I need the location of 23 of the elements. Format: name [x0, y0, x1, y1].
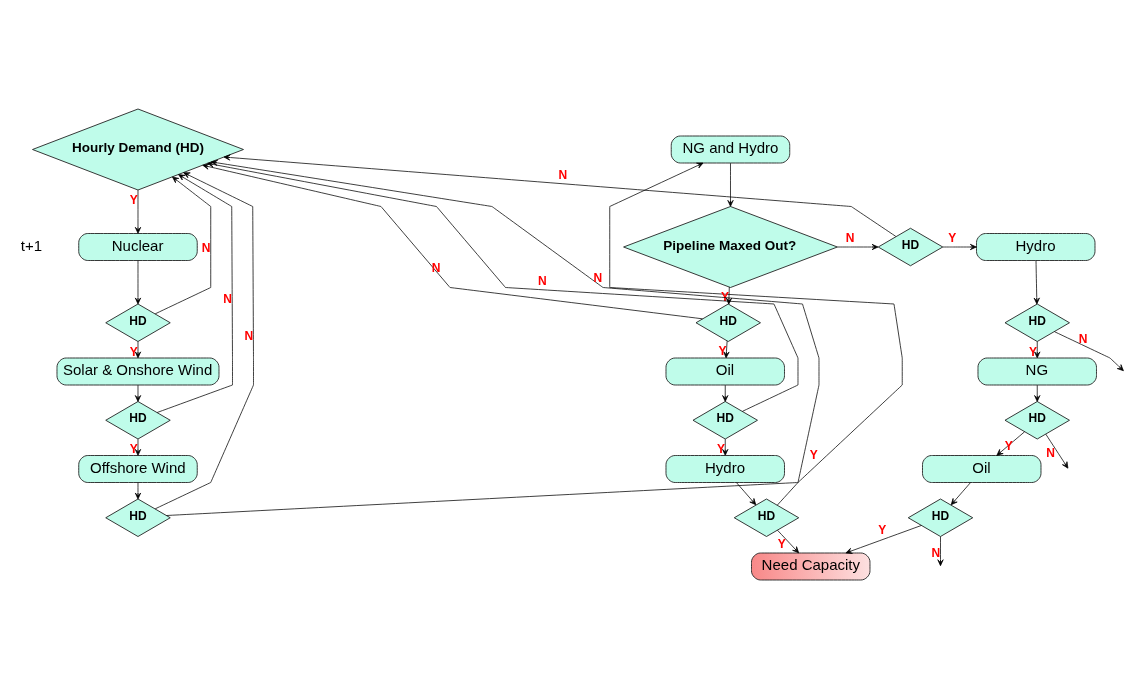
edge-label: Y: [1028, 344, 1038, 359]
edge-label: N: [538, 273, 547, 288]
edge-label: Y: [129, 192, 138, 207]
edge-label: Y: [129, 441, 138, 456]
edge-label: N: [845, 230, 855, 245]
edge-label: N: [201, 240, 211, 255]
edge-label: Y: [129, 344, 138, 359]
edge-label: Y: [878, 522, 887, 537]
edge-label: Y: [716, 441, 726, 456]
edge-label: Y: [809, 447, 818, 462]
edge-label: N: [1078, 331, 1088, 346]
edge-label: Y: [777, 536, 786, 551]
edge-label: N: [593, 270, 603, 285]
edge-label: Y: [718, 343, 727, 358]
edge-label: N: [223, 291, 232, 306]
edge-label: N: [244, 328, 254, 343]
edge-label: N: [1046, 445, 1055, 460]
label: t+1: [20, 236, 43, 254]
edge-label: N: [558, 167, 568, 182]
edge-label: Y: [948, 230, 957, 245]
edge-label: Y: [1004, 438, 1013, 453]
edge-label: N: [431, 260, 441, 275]
edge-label: N: [931, 545, 941, 560]
